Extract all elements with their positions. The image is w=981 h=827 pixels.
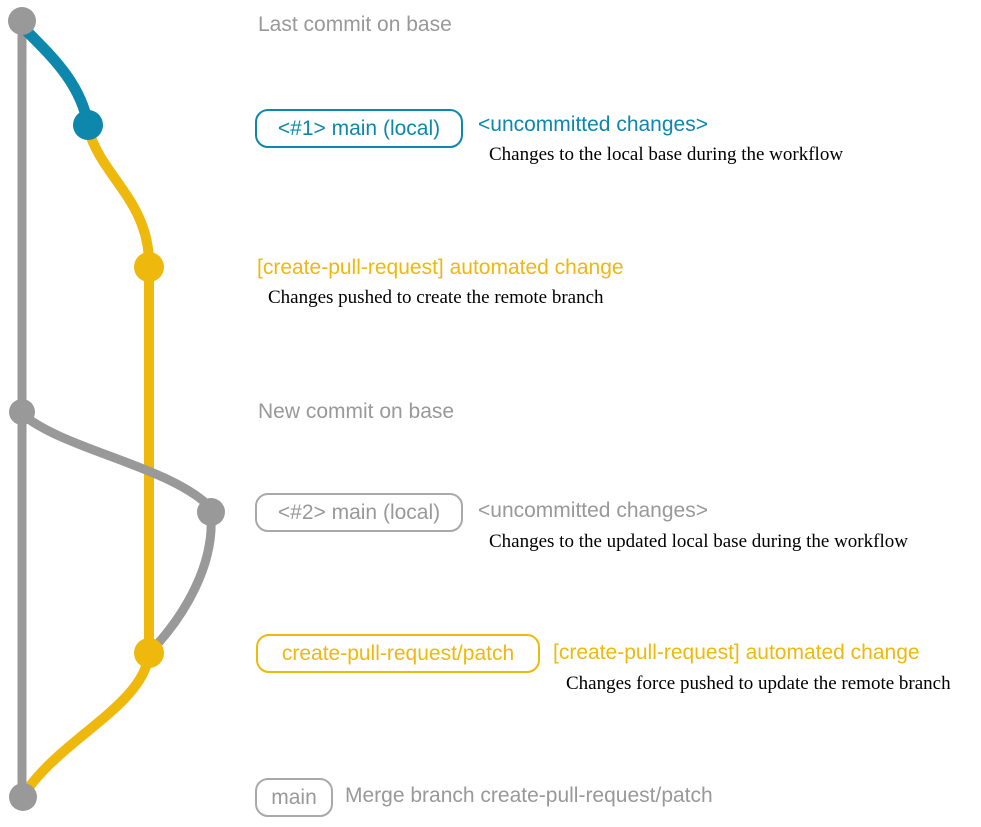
local-changes-1-curve xyxy=(16,20,94,131)
label-uncommitted-changes-2: <uncommitted changes> xyxy=(478,499,708,522)
label-automated-change-2: [create-pull-request] automated change xyxy=(553,641,920,664)
badge-main-local-2: <#2> main (local) xyxy=(255,493,463,532)
desc-force-pushed-update-branch: Changes force pushed to update the remot… xyxy=(566,673,951,694)
commit-dot-new-base xyxy=(9,399,35,425)
label-merge-branch: Merge branch create-pull-request/patch xyxy=(345,784,713,807)
commit-dot-merge xyxy=(9,783,37,811)
desc-updated-local-base-changes: Changes to the updated local base during… xyxy=(489,531,908,552)
commit-dot-last-base xyxy=(8,7,36,35)
commit-dot-local-1 xyxy=(73,110,103,140)
patch-branch-top-curve xyxy=(83,123,154,267)
badge-create-pull-request-patch: create-pull-request/patch xyxy=(256,634,540,673)
commit-dot-automated-2 xyxy=(134,638,164,668)
desc-local-base-changes: Changes to the local base during the wor… xyxy=(489,144,844,165)
local-changes-2-curve-in xyxy=(147,511,216,655)
label-last-commit-on-base: Last commit on base xyxy=(258,13,452,36)
git-graph-canvas xyxy=(8,7,225,811)
commit-dot-local-2 xyxy=(197,498,225,526)
label-uncommitted-changes-1: <uncommitted changes> xyxy=(478,113,708,136)
badge-main-local-1: <#1> main (local) xyxy=(255,109,463,148)
merge-curve xyxy=(20,650,154,798)
desc-pushed-create-branch: Changes pushed to create the remote bran… xyxy=(268,287,604,308)
label-automated-change-1: [create-pull-request] automated change xyxy=(257,256,624,279)
local-changes-2-curve-out xyxy=(17,409,213,510)
badge-main: main xyxy=(255,778,333,817)
commit-dot-automated-1 xyxy=(134,252,164,282)
label-new-commit-on-base: New commit on base xyxy=(258,400,455,423)
